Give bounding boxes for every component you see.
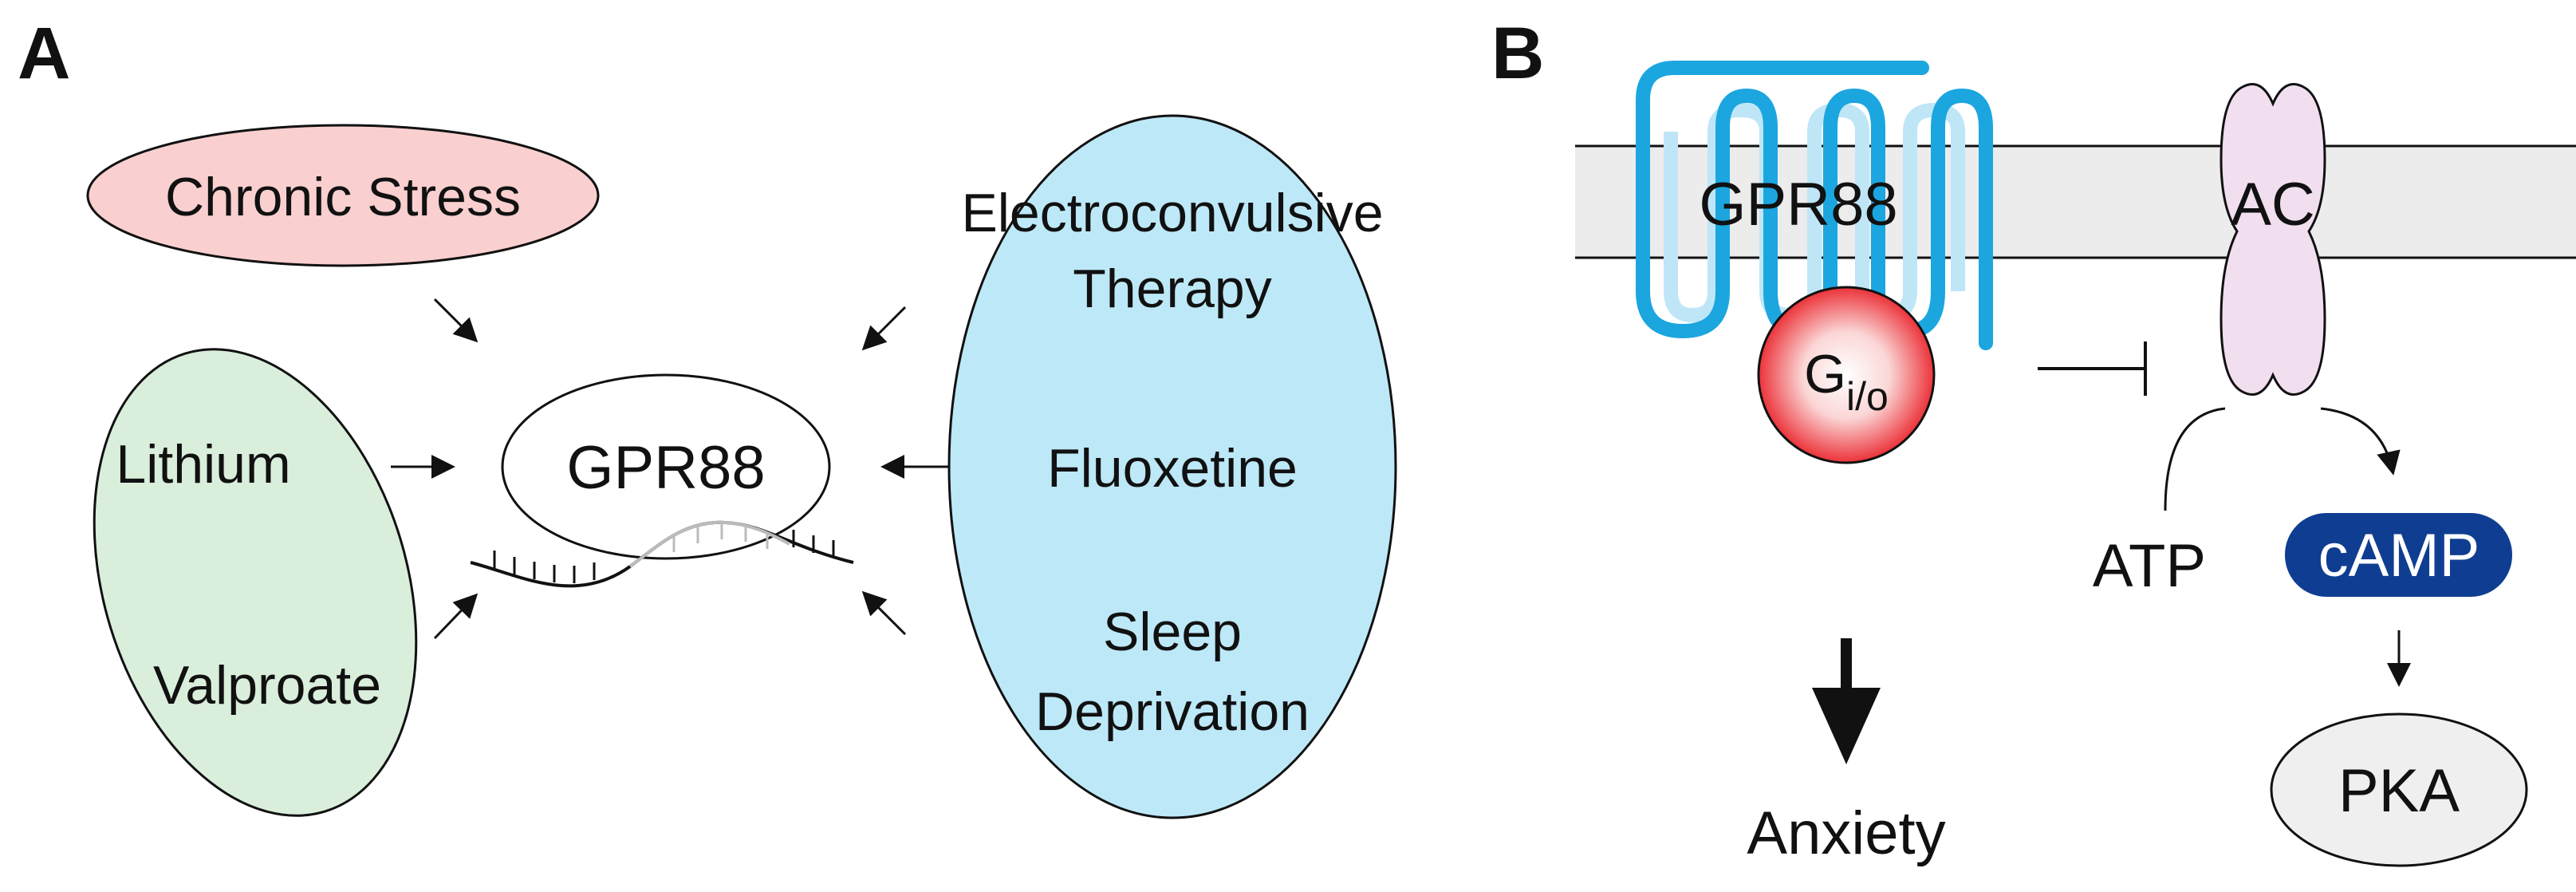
atp-to-ac-curve (2164, 407, 2226, 511)
chronic-stress-label: Chronic Stress (165, 167, 521, 227)
camp-pill (2285, 513, 2512, 597)
ect-label-line2: Therapy (1073, 259, 1271, 319)
pka-label: PKA (2338, 757, 2460, 825)
arrow-chronic-stress (433, 298, 479, 343)
fluoxetine-label: Fluoxetine (1047, 438, 1298, 499)
atp-label: ATP (2093, 532, 2206, 600)
gpr88-center-label: GPR88 (566, 434, 765, 502)
mrna-strand (470, 520, 854, 588)
g-protein-main: G (1804, 344, 1846, 405)
panel-a-letter: A (18, 13, 70, 94)
camp-label: cAMP (2318, 522, 2480, 590)
g-protein-subscript: i/o (1846, 374, 1889, 419)
panel-b: B GPR88 Gi/o AC ATP cAMP PKA An (1491, 13, 2576, 867)
arrow-ect (861, 306, 907, 351)
mood-stabilizer-ellipse (93, 348, 418, 817)
arrow-valproate (433, 593, 479, 640)
g-protein-label: Gi/o (1804, 344, 1889, 419)
lithium-label: Lithium (116, 434, 290, 495)
valproate-label: Valproate (153, 655, 381, 716)
panel-a: A Chronic Stress Lithium Valproate Elect… (18, 13, 1397, 819)
pka-ellipse (2270, 712, 2528, 867)
gpr88-center-ellipse (501, 373, 831, 560)
sleep-label-line1: Sleep (1103, 602, 1242, 662)
ect-label-line1: Electroconvulsive (961, 183, 1383, 243)
sleep-label-line2: Deprivation (1035, 681, 1310, 742)
chronic-stress-ellipse (86, 124, 600, 267)
anxiety-arrow-head (1812, 688, 1881, 764)
adenylyl-cyclase-label: AC (2231, 171, 2315, 239)
g-protein-sphere (1757, 286, 1936, 464)
anxiety-label: Anxiety (1747, 799, 1945, 867)
cell-membrane (1575, 146, 2576, 258)
adenylyl-cyclase (2220, 83, 2326, 396)
panel-b-letter: B (1491, 13, 1544, 94)
gpr88-receptor-inner (1664, 103, 1965, 322)
gpr88-receptor-label: GPR88 (1699, 171, 1897, 239)
ac-to-camp-curve (2320, 407, 2401, 476)
arrow-sleep (861, 590, 907, 636)
